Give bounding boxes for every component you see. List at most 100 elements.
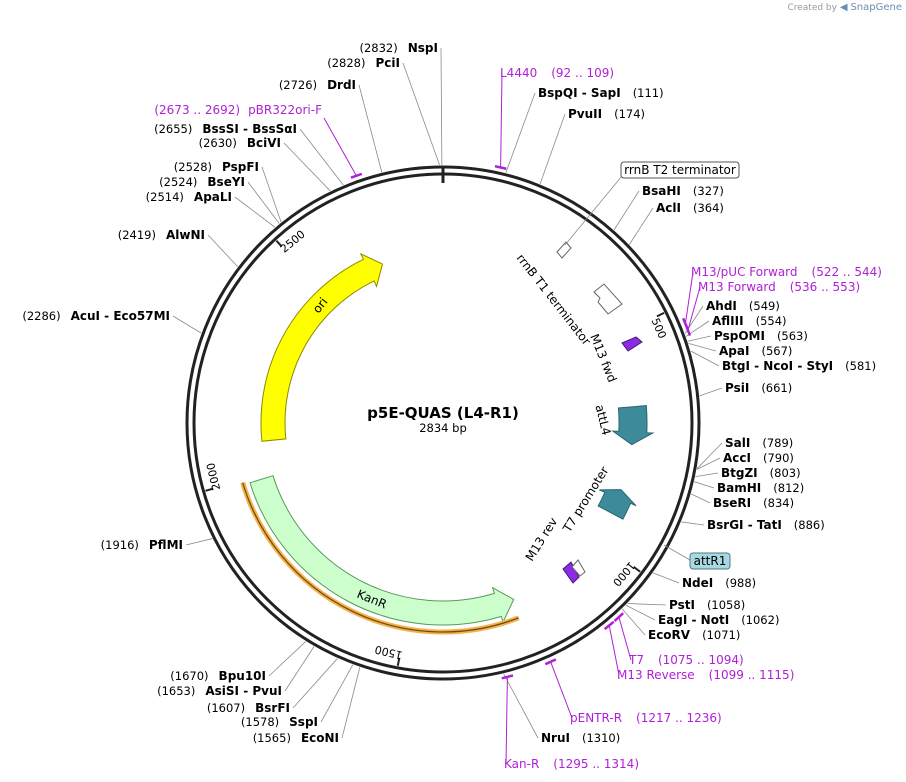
enzyme-name: AclI [656,201,681,215]
primer-pentr-r[interactable]: pENTR-R(1217 .. 1236) [544,658,722,725]
enzyme-apai[interactable]: ApaI(567) [688,342,792,358]
tick-mark [396,657,401,667]
enzyme-pspomi[interactable]: PspOMI(563) [687,329,808,343]
enzyme-pspfi[interactable]: (2528)PspFI [174,160,282,223]
primer-kan-r[interactable]: Kan-R(1295 .. 1314) [501,674,639,771]
enzyme-label: NdeI(988) [682,576,756,590]
m13-rev-outline-icon [571,559,586,577]
enzyme-sali[interactable]: SalI(789) [696,436,793,470]
enzyme-pflmi[interactable]: (1916)PflMI [101,538,213,552]
enzyme-label: (1565)EcoNI [253,731,339,745]
primer-label: T7(1075 .. 1094) [628,653,744,667]
enzyme-bsahi[interactable]: BsaHI(327) [613,184,724,231]
enzyme-psti[interactable]: PstI(1058) [627,598,745,612]
enzyme-apali[interactable]: (2514)ApaLI [146,190,276,228]
primer-pbr322ori-f[interactable]: (2673 .. 2692)pBR322ori-F [154,103,363,179]
enzyme-label: EcoRV(1071) [648,628,740,642]
primer-site-mark [544,658,557,666]
enzyme-name: AsiSI - PvuI [205,684,282,698]
enzyme-leader [627,603,667,606]
enzyme-name: AlwNI [166,228,205,242]
enzyme-nspi[interactable]: (2832)NspI [360,41,443,166]
enzyme-label: BtgZI(803) [721,466,801,480]
primer-m13-forward[interactable]: M13 Forward(536 .. 553) [684,280,860,336]
enzyme-econi[interactable]: (1565)EcoNI [253,667,361,745]
m13-fwd-glyph-icon [621,336,643,352]
primer-m13-puc-forward[interactable]: M13/pUC Forward(522 .. 544) [681,265,882,330]
enzyme-ahdi[interactable]: AhdI(549) [684,299,780,334]
enzyme-name: EcoRV [648,628,691,642]
enzyme-acci[interactable]: AccI(790) [696,451,794,470]
primer-leader [323,117,357,176]
enzyme-bseri[interactable]: BseRI(834) [690,493,794,510]
enzyme-leader [503,673,539,739]
feature-label-attl4: attL4 [592,403,613,437]
enzyme-bsssi-bsss-i[interactable]: (2655)BssSI - BssSαI [154,122,344,186]
enzyme-label: ApaI(567) [719,344,792,358]
enzyme-bsrfi[interactable]: (1607)BsrFI [207,658,338,715]
enzyme-asisi-pvui[interactable]: (1653)AsiSI - PvuI [157,646,315,698]
enzyme-label: BsaHI(327) [642,184,724,198]
enzyme-label: (1607)BsrFI [207,701,290,715]
enzyme-label: (1653)AsiSI - PvuI [157,684,282,698]
enzyme-position: (803) [770,466,801,480]
primer-leader [500,72,503,168]
enzyme-position: (364) [693,201,724,215]
enzyme-btgzi[interactable]: BtgZI(803) [695,466,801,480]
enzyme-name: BsrFI [255,701,290,715]
enzyme-leader [681,521,705,526]
enzyme-bpu10i[interactable]: (1670)Bpu10I [170,641,307,683]
enzyme-position: (2528) [174,160,212,174]
enzyme-bcivi[interactable]: (2630)BciVI [199,136,331,192]
enzyme-pvuii[interactable]: PvuII(174) [539,107,645,185]
enzyme-leader [283,142,331,192]
primer-leader [687,286,701,331]
enzyme-label: BamHI(812) [717,481,804,495]
m13-fwd: M13 fwd [587,332,643,384]
tick-mark [656,311,665,318]
enzyme-position: (2828) [327,56,365,70]
enzyme-ndei[interactable]: NdeI(988) [652,572,756,590]
feature-ori [260,252,384,442]
primer-name: M13 Reverse [617,668,695,682]
enzyme-acui-eco57mi[interactable]: (2286)AcuI - Eco57MI [22,309,202,334]
enzyme-position: (327) [693,184,724,198]
m13-rev-label: M13 rev [523,515,561,564]
enzyme-label: PvuII(174) [568,107,645,121]
enzyme-nrui[interactable]: NruI(1310) [503,673,621,745]
primer-range: (1217 .. 1236) [636,711,722,725]
enzyme-afliii[interactable]: AflIII(554) [685,314,787,337]
enzyme-alwni[interactable]: (2419)AlwNI [118,228,239,267]
enzyme-acli[interactable]: AclI (364) [628,201,724,245]
enzyme-pcii[interactable]: (2828)PciI [327,56,440,166]
enzyme-ecorv[interactable]: EcoRV(1071) [621,608,740,642]
primer-m13-reverse[interactable]: M13 Reverse(1099 .. 1115) [603,620,795,682]
enzyme-name: AccI [723,451,751,465]
enzyme-btgi-ncoi-styi[interactable]: BtgI - NcoI - StyI(581) [690,350,876,373]
enzyme-bspqi-sapi[interactable]: BspQI - SapI(111) [505,86,664,173]
enzyme-drdi[interactable]: (2726)DrdI [279,78,383,173]
rrnb-t2-label-box [620,161,740,179]
primer-leader [684,271,694,324]
rrnb-t2-label: rrnB T2 terminator [624,163,736,177]
enzyme-name: EcoNI [301,731,339,745]
enzyme-label: PstI(1058) [669,598,745,612]
enzyme-name: ApaLI [194,190,232,204]
enzyme-leader [694,481,715,489]
primer-l4440[interactable]: L4440(92 .. 109) [494,66,614,170]
attr1-label-box [689,552,731,570]
primer-range: (2673 .. 2692) [154,103,240,117]
enzyme-position: (567) [761,344,792,358]
enzyme-leader [696,457,721,470]
enzyme-sspi[interactable]: (1578)SspI [241,664,354,729]
enzyme-eagi-noti[interactable]: EagI - NotI(1062) [625,604,780,627]
plasmid-size: 2834 bp [419,421,467,435]
enzyme-psii[interactable]: PsiI(661) [699,381,793,397]
enzyme-bsrgi-tati[interactable]: BsrGI - TatI(886) [681,518,825,532]
primer-t7[interactable]: T7(1075 .. 1094) [613,612,744,667]
enzyme-leader [687,335,712,342]
enzyme-bseyi[interactable]: (2524)BseYI [159,175,280,224]
enzyme-bamhi[interactable]: BamHI(812) [694,481,804,495]
primer-label: M13 Forward(536 .. 553) [698,280,860,294]
